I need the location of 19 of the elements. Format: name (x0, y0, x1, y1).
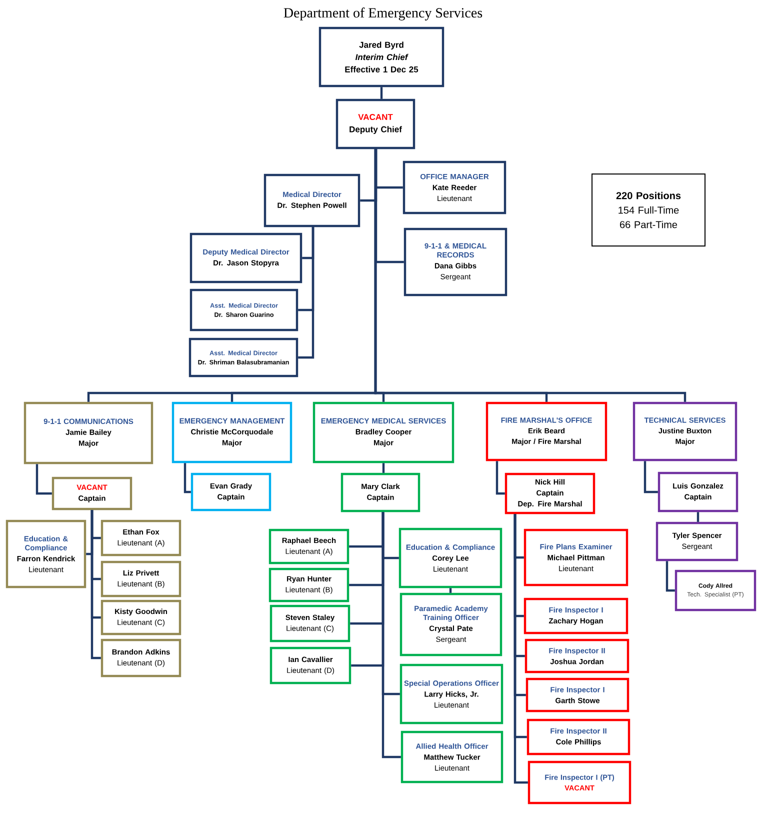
summary-box: 220 Positions 154 Full-Time 66 Part-Time (592, 174, 706, 246)
connector-line (382, 463, 385, 473)
title-text: Department of Emergency Services (284, 8, 482, 20)
connector-line (496, 461, 505, 495)
position-box: Jared Byrd Interim Chief Effective 1 Dec 25 (318, 26, 444, 88)
connector-line (374, 149, 686, 402)
connector-line (382, 512, 401, 758)
connector-line (298, 227, 314, 359)
connector-line (184, 463, 191, 494)
connector-line (696, 512, 700, 522)
connector-line (514, 514, 528, 784)
connector-line (644, 461, 658, 494)
connector-line (36, 464, 52, 495)
position-box: VACANT Deputy Chief (336, 98, 416, 150)
connector-line (90, 510, 101, 660)
connector-line (449, 588, 452, 593)
connector-line (380, 87, 383, 99)
connector-line (374, 149, 404, 264)
connector-line (666, 561, 675, 592)
